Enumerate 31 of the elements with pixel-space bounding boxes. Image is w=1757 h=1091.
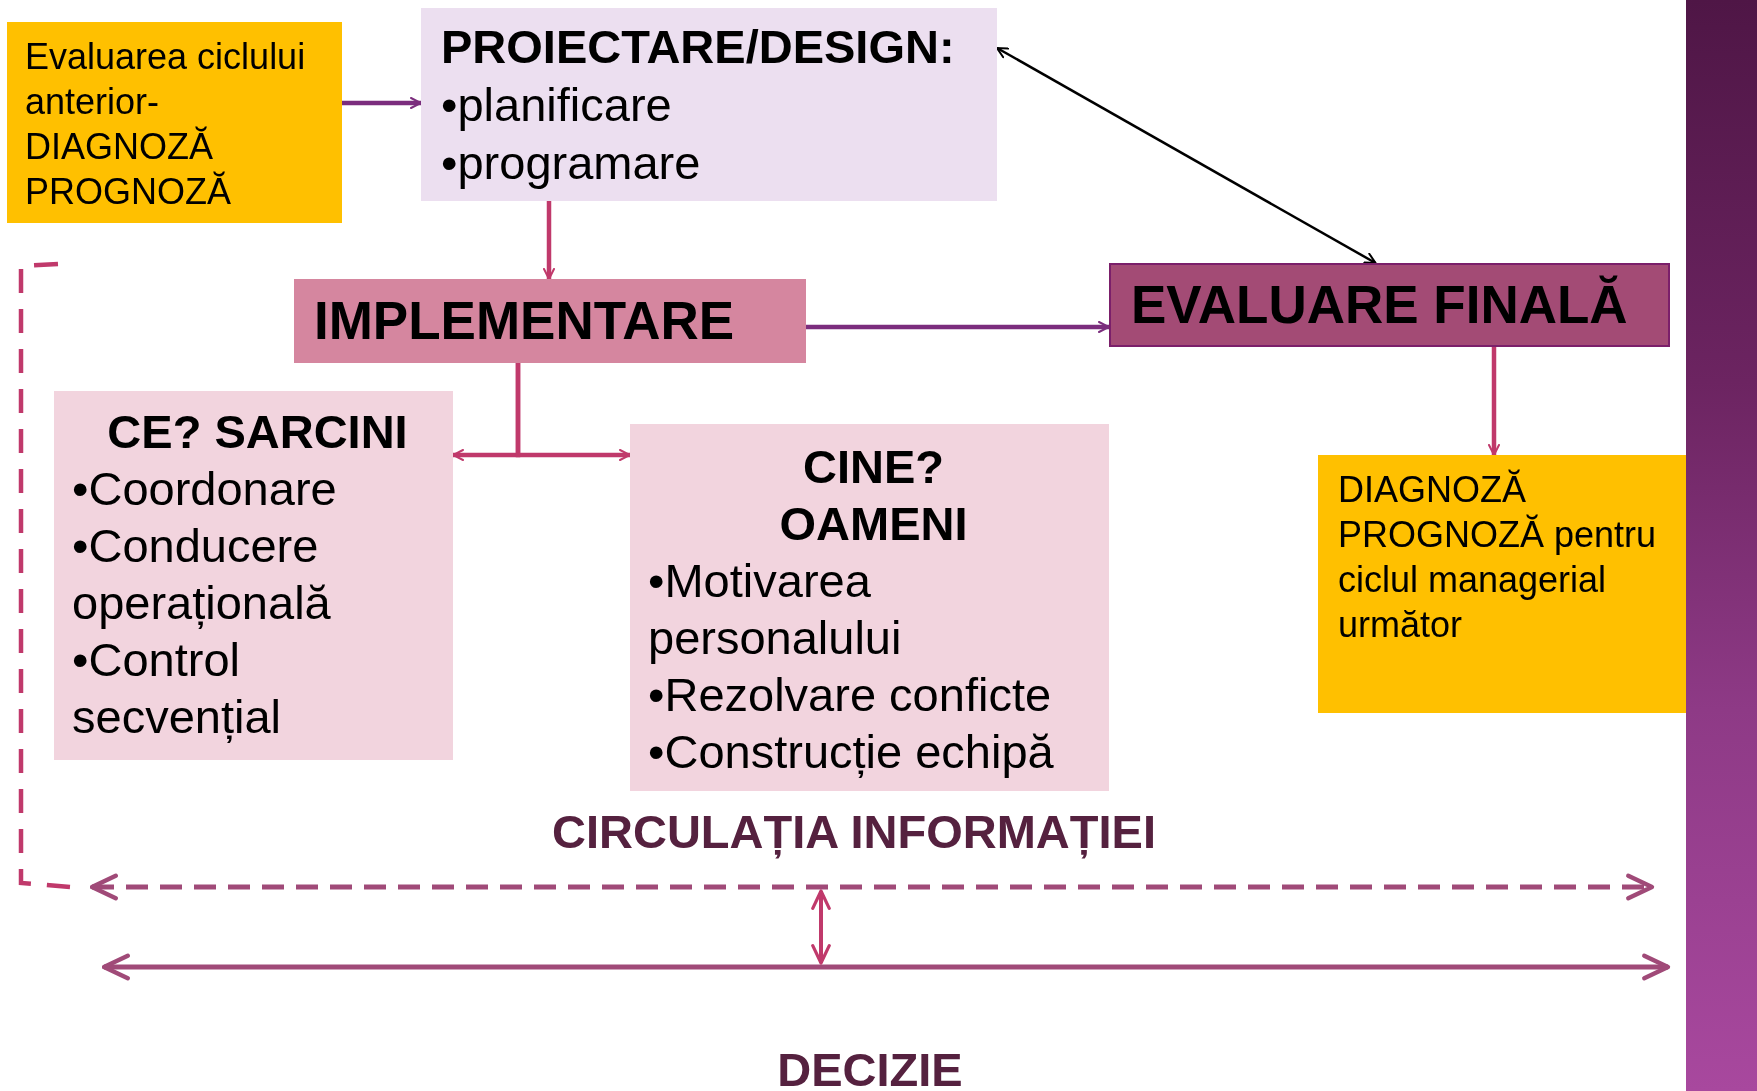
bullet-item: •planificare — [441, 77, 673, 133]
arrow — [1488, 347, 1500, 456]
box-heading: PROIECTARE/DESIGN: — [441, 19, 956, 75]
box-text: Evaluarea ciclului anterior- DIAGNOZĂ PROGNOZĂ — [25, 35, 307, 214]
note-box — [1318, 455, 1686, 713]
bullet-item: •Construcție echipă — [648, 724, 1055, 780]
axis-label: CIRCULAȚIA INFORMAȚIEI — [551, 804, 1157, 859]
bullet-item: •Conducere operațională — [72, 518, 332, 631]
side-band — [1686, 0, 1757, 1091]
box-heading: EVALUARE FINALĂ — [1131, 275, 1629, 335]
note-box — [7, 22, 342, 223]
task-box — [54, 391, 453, 760]
bullet-item: •programare — [441, 135, 702, 191]
arrow — [806, 321, 1110, 333]
box-heading: CINE? OAMENI — [778, 439, 969, 552]
bullet-item: •Rezolvare conficte — [648, 667, 1053, 723]
process-box — [1109, 263, 1670, 347]
bullet-item: •Coordonare — [72, 461, 338, 517]
task-box — [630, 424, 1109, 791]
bullet-item: •Motivarea personalului — [648, 553, 903, 666]
arrow — [996, 46, 1377, 265]
arrow — [543, 201, 555, 280]
process-box — [294, 279, 806, 363]
arrow — [342, 97, 422, 109]
process-box — [421, 8, 997, 201]
box-heading: CE? SARCINI — [106, 404, 409, 460]
axis-label: DECIZIE — [776, 1042, 964, 1091]
box-heading: IMPLEMENTARE — [314, 291, 736, 351]
box-text: DIAGNOZĂ PROGNOZĂ pentru ciclul managerial următor — [1338, 468, 1658, 647]
arrow — [515, 363, 631, 461]
bullet-item: •Control secvențial — [72, 632, 282, 745]
